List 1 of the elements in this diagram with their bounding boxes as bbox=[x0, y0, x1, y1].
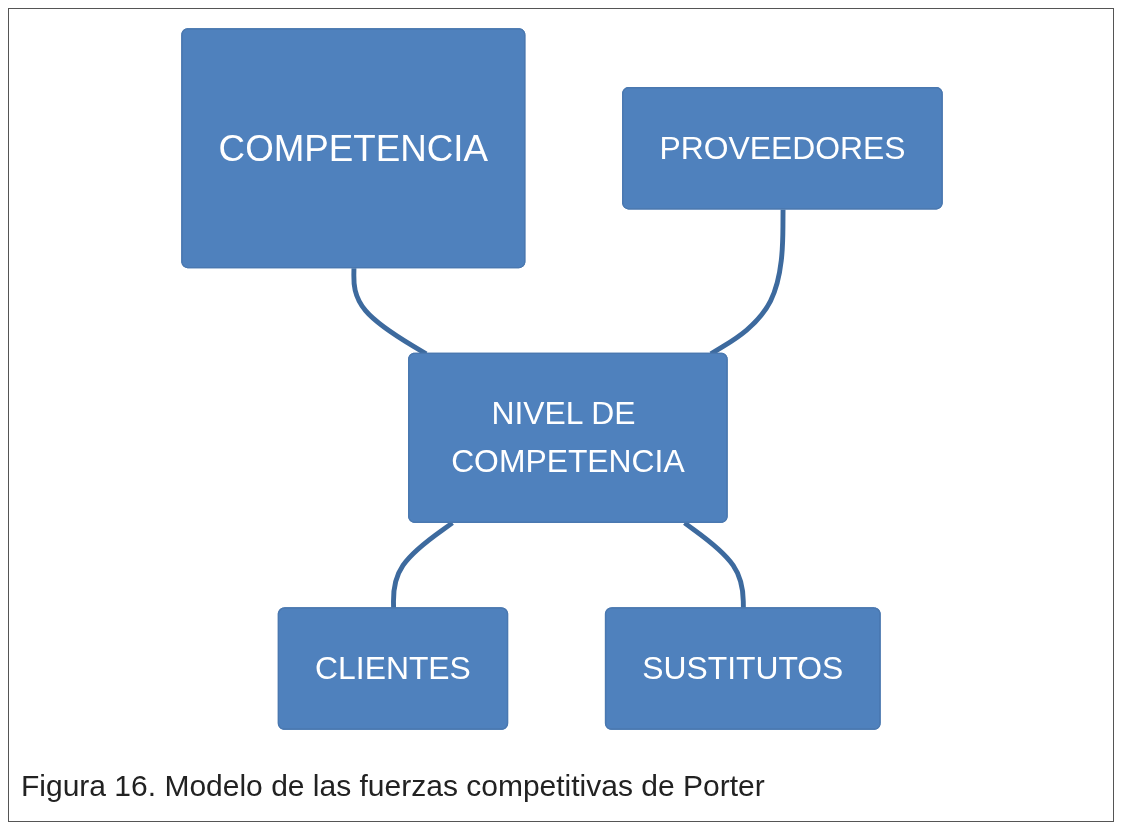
figure-caption: Figura 16. Modelo de las fuerzas competitivas de Porter bbox=[21, 769, 765, 803]
